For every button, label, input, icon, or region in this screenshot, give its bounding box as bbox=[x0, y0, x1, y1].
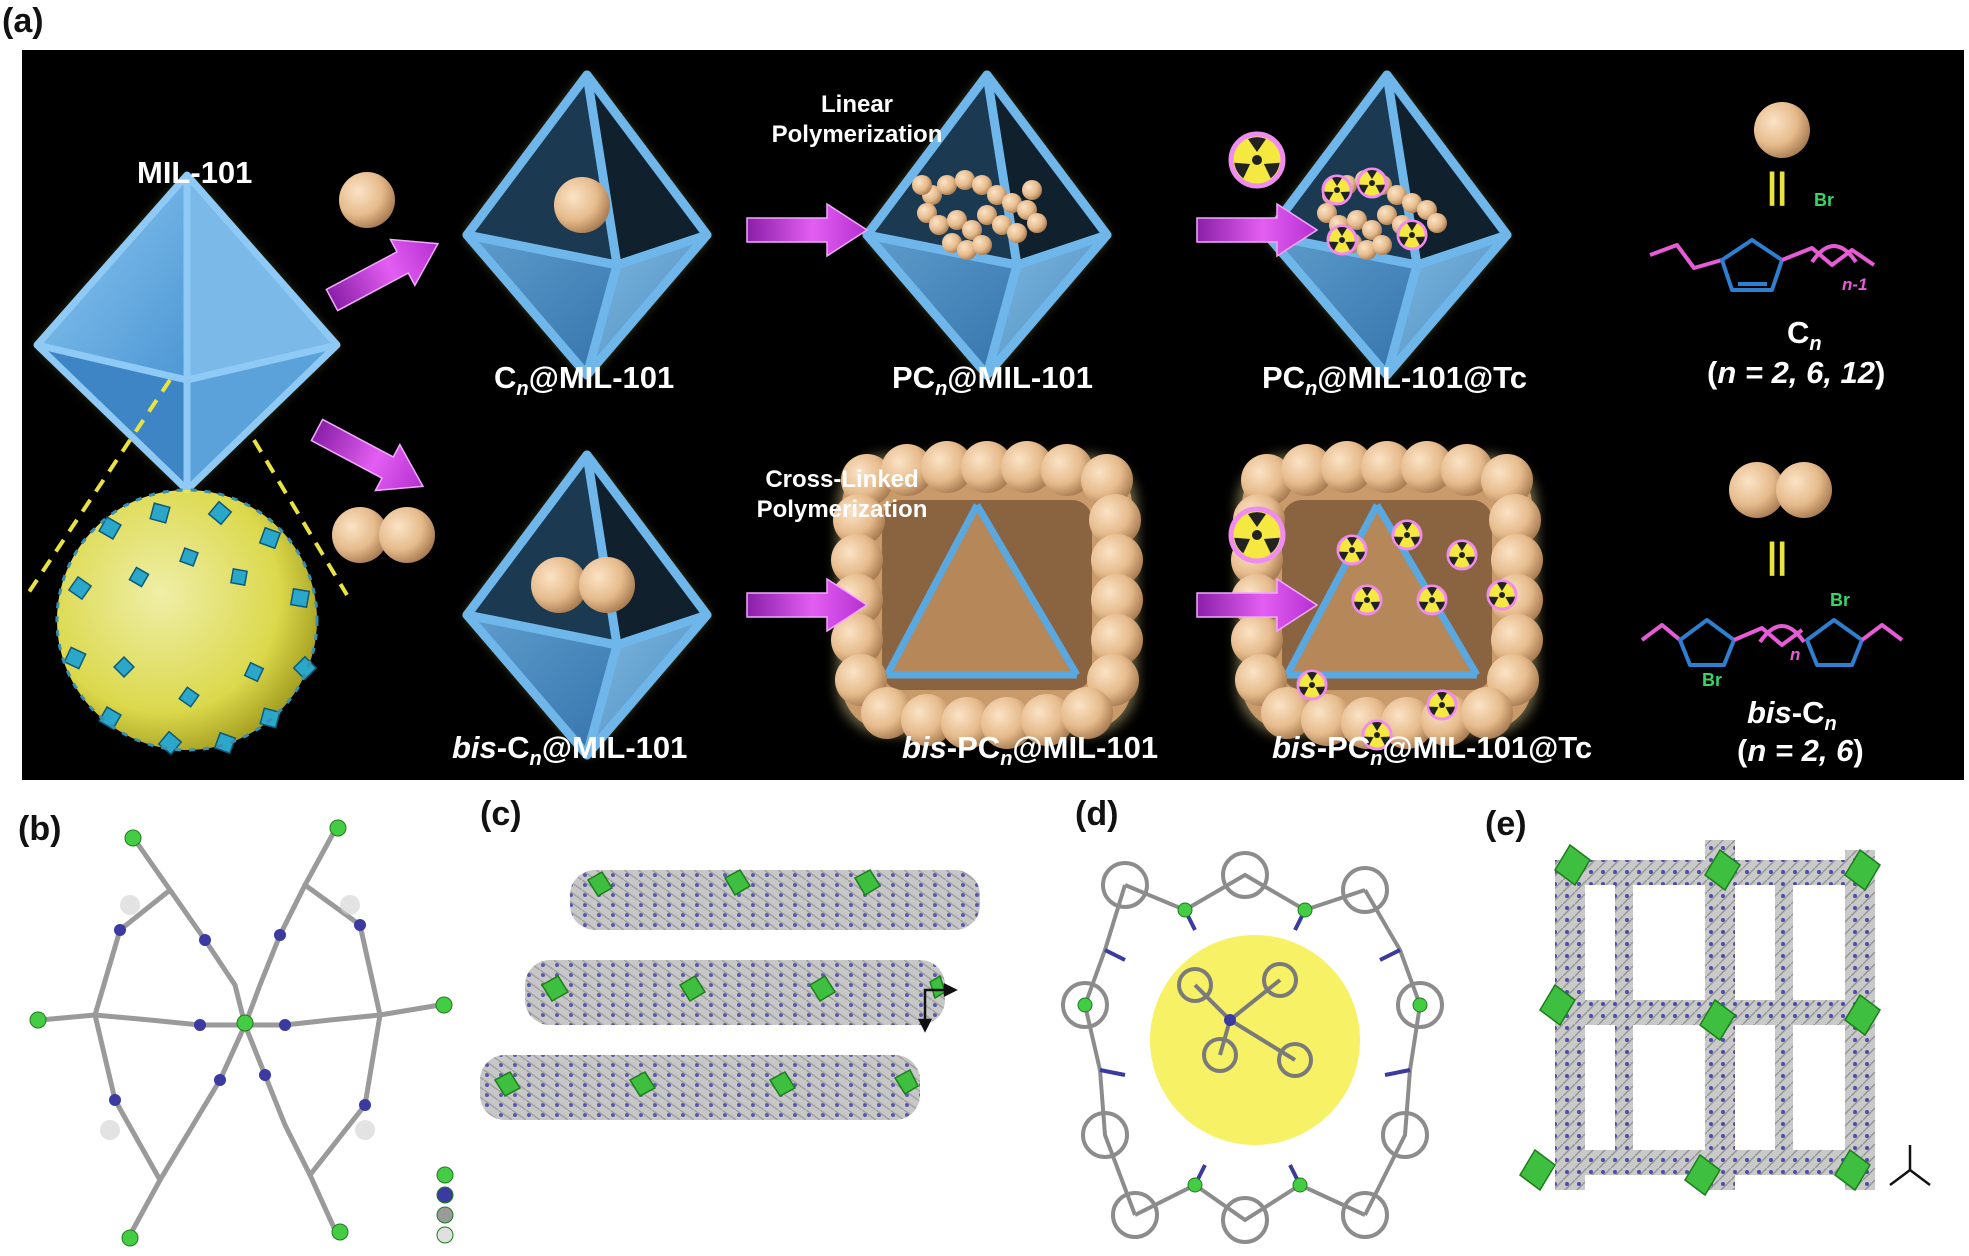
mono-monomer-sphere bbox=[339, 172, 395, 228]
bromide-label-mono: Br bbox=[1814, 190, 1835, 210]
panel-label-a: (a) bbox=[2, 2, 44, 40]
panel-label-c: (c) bbox=[480, 795, 522, 833]
structure-d-pore bbox=[1061, 851, 1444, 1244]
bis-cn-mil101-octahedron bbox=[467, 455, 707, 755]
zoom-guide-right bbox=[252, 438, 349, 597]
bis-cn-monomer-label: bis-Cn bbox=[1747, 695, 1837, 736]
equals-sign-mono: || bbox=[1767, 165, 1788, 206]
linear-polymerization-label: Linear Polymerization bbox=[771, 91, 943, 148]
bis-imidazolium-structure bbox=[1640, 618, 1904, 667]
pcn-mil101-octahedron bbox=[867, 75, 1107, 375]
bis-chain-length-label: n bbox=[1790, 645, 1801, 664]
pcn-mil101-tc-label: PCn@MIL-101@Tc bbox=[1262, 360, 1528, 401]
mono-imidazolium-structure bbox=[1649, 238, 1876, 292]
bis-monomer-spheres bbox=[332, 507, 435, 563]
bis-pcn-mil101-label: bis-PCn@MIL-101 bbox=[902, 730, 1159, 771]
equals-sign-bis: || bbox=[1767, 535, 1788, 576]
arrow-linear-polymerization bbox=[746, 203, 868, 257]
structure-c-layers bbox=[480, 869, 980, 1120]
arrow-to-crosslinked bbox=[304, 406, 436, 511]
bis-pcn-mil101-tc-label: bis-PCn@MIL-101@Tc bbox=[1272, 730, 1593, 771]
mof-cage-sphere bbox=[55, 488, 319, 756]
bis-cn-mil101-label: bis-Cn@MIL-101 bbox=[452, 730, 688, 771]
structure-e-framework bbox=[1519, 840, 1931, 1197]
radioactive-icon bbox=[1231, 134, 1283, 186]
arrow-to-linear bbox=[319, 219, 451, 324]
scheme-graphics bbox=[25, 50, 1904, 780]
legend-bis-spheres bbox=[1729, 462, 1832, 518]
crosslinked-polymerization-label: Cross-Linked Polymerization bbox=[756, 466, 928, 523]
cn-monomer-label: Cn bbox=[1787, 315, 1822, 356]
cn-n-values: (n = 2, 6, 12) bbox=[1707, 355, 1886, 390]
mil101-octahedron bbox=[33, 171, 341, 494]
legend-mono-sphere bbox=[1754, 102, 1810, 158]
pcn-mil101-label: PCn@MIL-101 bbox=[892, 360, 1093, 401]
panel-label-e: (e) bbox=[1485, 805, 1527, 843]
zoom-guide-left bbox=[25, 378, 172, 597]
bromide-label-bis-1: Br bbox=[1830, 590, 1851, 610]
structure-b-framework bbox=[29, 819, 454, 1247]
bis-cn-n-values: (n = 2, 6) bbox=[1737, 733, 1864, 768]
pcn-mil101-tc-octahedron bbox=[1267, 75, 1507, 375]
cn-mil101-octahedron bbox=[467, 75, 707, 375]
scheme-panel: MIL-101 Linear Polymerization Cross-Link… bbox=[22, 50, 1964, 780]
mil101-label: MIL-101 bbox=[137, 155, 253, 190]
panel-label-d: (d) bbox=[1075, 795, 1119, 833]
bromide-label-bis-2: Br bbox=[1702, 670, 1723, 690]
chain-length-label: n-1 bbox=[1842, 275, 1868, 294]
cn-mil101-label: Cn@MIL-101 bbox=[494, 360, 675, 401]
panel-label-b: (b) bbox=[18, 810, 62, 848]
radioactive-icon bbox=[1231, 509, 1283, 561]
